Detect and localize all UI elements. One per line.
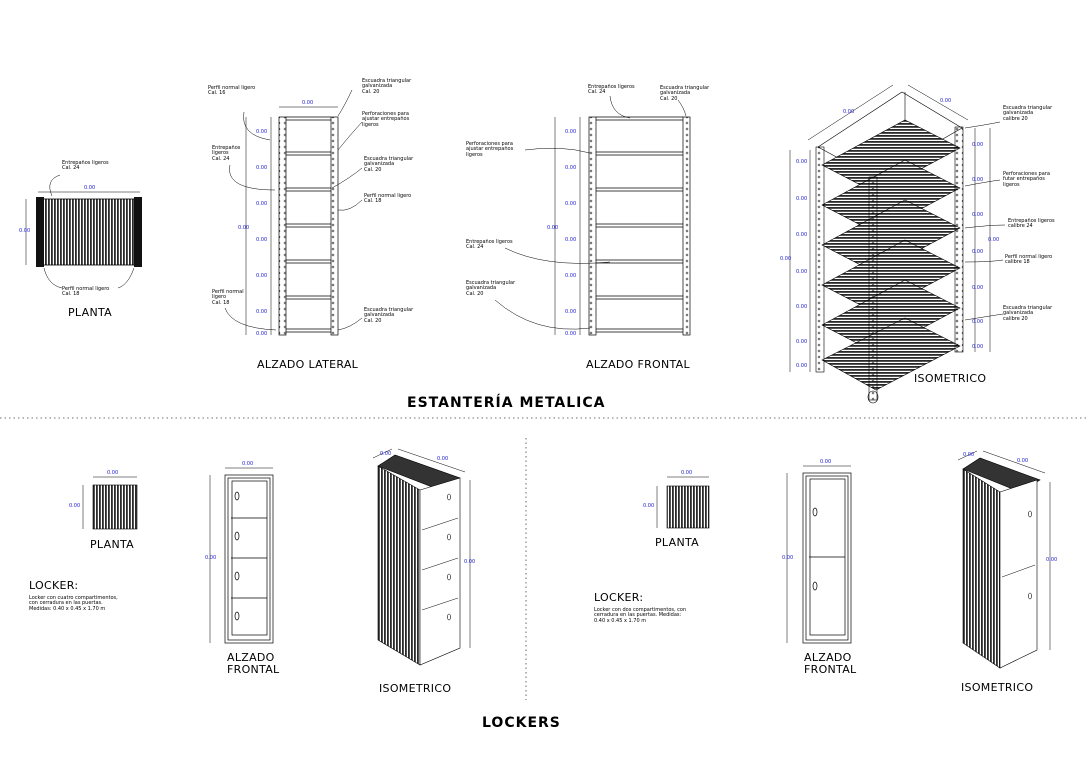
iso-perforaciones-note: Perforaciones para futar entrepaños lige… [1003,171,1050,188]
estanteria-planta-label: PLANTA [68,306,112,319]
dim-label: 0.00 [565,309,577,315]
lateral-escuadra-mid-note: Escuadra triangular galvanizada Cal. 20 [364,156,414,173]
locker-left-isometrico-drawing [372,448,471,666]
dim-label: 0.00 [69,503,81,509]
dim-label: 0.00 [972,344,984,350]
dim-label: 0.00 [796,269,808,275]
locker-right-alzado-label: ALZADO FRONTAL [804,651,857,676]
dim-label: 0.00 [681,470,693,476]
dim-label: 0.00 [565,331,577,337]
estanteria-alzado-lateral-drawing [224,89,363,336]
estanteria-isometrico-drawing [789,84,1006,404]
frontal-escuadra-top-note: Escuadra triangular galvanizada Cal. 20 [660,85,710,102]
dim-label: 0.00 [643,503,655,509]
dim-label: 0.00 [780,256,792,262]
dim-label: 0.00 [565,201,577,207]
estanteria-alzado-frontal-drawing [494,95,691,336]
locker-right-description: Locker con dos compartimentos, con cerra… [594,607,687,624]
dim-label: 0.00 [256,237,268,243]
dim-label: 0.00 [242,461,254,467]
locker-left-description: Locker con cuatro compartimentos, con ce… [29,595,118,612]
estanteria-title: ESTANTERÍA METALICA [407,395,606,411]
dim-label: 0.00 [796,339,808,345]
dim-label: 0.00 [565,129,577,135]
locker-left-planta-drawing [82,476,138,530]
frontal-escuadra-bottom-note: Escuadra triangular galvanizada Cal. 20 [466,280,516,297]
lateral-escuadra-bottom-note: Escuadra triangular galvanizada Cal. 20 [364,307,414,324]
locker-right-isometrico-label: ISOMETRICO [961,681,1034,694]
iso-escuadra-bottom-note: Escuadra triangular galvanizada calibre … [1003,305,1053,322]
locker-right-planta-label: PLANTA [655,536,699,549]
dim-label: 0.00 [820,459,832,465]
dim-label: 0.00 [256,165,268,171]
frontal-perforaciones-note: Perforaciones para ajustar entrepaños li… [466,141,514,158]
dim-label: 0.00 [972,285,984,291]
alzado-frontal-label: ALZADO FRONTAL [586,358,690,371]
dim-label: 0.00 [256,201,268,207]
lateral-perfil-mid-note: Perfil normal ligero Cal. 18 [364,193,412,205]
dim-label: 0.00 [565,273,577,279]
dim-label: 0.00 [782,555,794,561]
lockers-title: LOCKERS [482,715,561,731]
locker-right-alzado-drawing [786,465,852,644]
dim-label: 0.00 [205,555,217,561]
locker-left-isometrico-label: ISOMETRICO [379,682,452,695]
alzado-lateral-label: ALZADO LATERAL [257,358,359,371]
lateral-entrepanos-note: Entrepaños ligeros Cal. 24 [212,145,241,162]
frontal-entrepanos-mid-note: Entrepaños ligeros Cal. 24 [466,239,513,251]
frontal-entrepanos-top-note: Entrepaños ligeros Cal. 24 [588,84,635,96]
dim-label: 0.00 [565,237,577,243]
dim-label: 0.00 [565,165,577,171]
iso-escuadra-top-note: Escuadra triangular galvanizada calibre … [1003,105,1053,122]
dim-label: 0.00 [972,249,984,255]
locker-left-title: LOCKER: [29,579,79,592]
dim-label: 0.00 [796,304,808,310]
estanteria-isometrico-label: ISOMETRICO [914,372,987,385]
lateral-perfil-bottom-note: Perfil normal ligero Cal. 18 [212,289,244,306]
iso-perfil-note: Perfil normal ligero calibre 18 [1005,254,1053,266]
locker-right-title: LOCKER: [594,591,644,604]
dim-label: 0.00 [256,273,268,279]
dim-label: 0.00 [302,100,314,106]
dim-label: 0.00 [256,309,268,315]
dim-label: 0.00 [796,159,808,165]
dim-label: 0.00 [437,456,449,462]
dim-label: 0.00 [1046,557,1058,563]
locker-right-isometrico-drawing [957,450,1051,669]
dim-label: 0.00 [464,559,476,565]
dim-label: 0.00 [843,109,855,115]
dim-label: 0.00 [796,363,808,369]
dim-label: 0.00 [963,452,975,458]
planta-perfil-note: Perfil normal ligero Cal. 18 [62,286,110,298]
dim-label: 0.00 [972,212,984,218]
dim-label: 0.00 [988,237,1000,243]
dim-label: 0.00 [796,196,808,202]
dim-label: 0.00 [940,98,952,104]
dim-label: 0.00 [84,185,96,191]
dim-label: 0.00 [19,228,31,234]
dim-label: 0.00 [380,451,392,457]
locker-left-alzado-label: ALZADO FRONTAL [227,651,280,676]
lateral-escuadra-top-note: Escuadra triangular galvanizada Cal. 20 [362,78,412,95]
dim-label: 0.00 [107,470,119,476]
planta-entrepanos-note: Entrepaños ligeros Cal. 24 [62,160,109,172]
locker-left-alzado-drawing [209,467,274,644]
dim-label: 0.00 [972,177,984,183]
dim-label: 0.00 [972,142,984,148]
estanteria-planta-drawing [25,174,142,289]
dim-label: 0.00 [238,225,250,231]
locker-left-planta-label: PLANTA [90,538,134,551]
lateral-perfil-top-note: Perfil normal ligero Cal. 16 [208,85,256,97]
lateral-perforaciones-note: Perforaciones para ajustar entrepaños li… [362,111,410,128]
dim-label: 0.00 [972,319,984,325]
dim-label: 0.00 [256,129,268,135]
locker-right-planta-drawing [656,476,710,529]
dim-label: 0.00 [256,331,268,337]
iso-entrepanos-note: Entrepaños ligeros calibre 24 [1008,218,1055,230]
dim-label: 0.00 [1017,458,1029,464]
dim-label: 0.00 [547,225,559,231]
dim-label: 0.00 [796,232,808,238]
